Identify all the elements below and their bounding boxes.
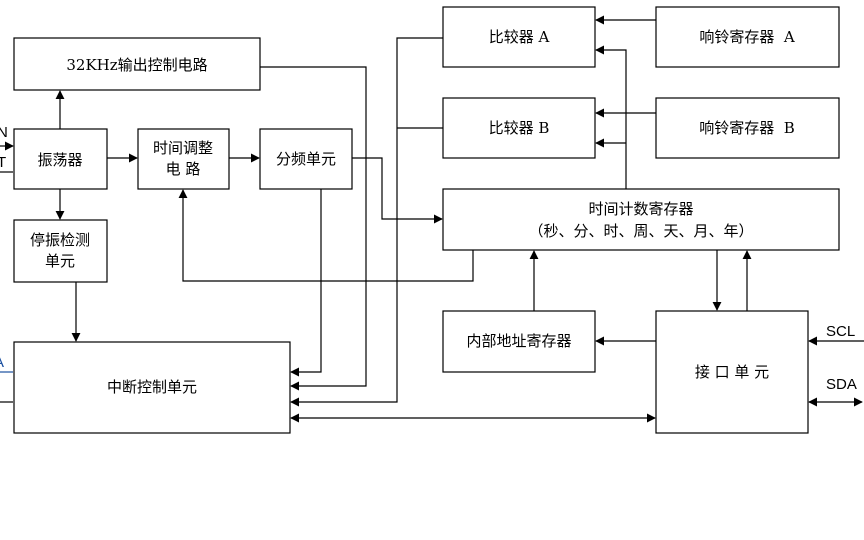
block-alarm-register-b-label: 响铃寄存器 B <box>699 119 795 137</box>
wire-divider-to-interrupt <box>290 189 322 377</box>
block-interrupt-control: 中断控制单元 <box>13 341 291 434</box>
block-stop-detect-label-2: 单元 <box>45 252 75 270</box>
block-time-count-register-label-1: 时间计数寄存器 <box>588 200 693 218</box>
block-alarm-register-b: 响铃寄存器 B <box>655 97 840 159</box>
block-oscillator-label: 振荡器 <box>37 151 82 169</box>
wire-32khz-to-interrupt <box>260 66 367 391</box>
wire-time-register-to-time-adjust <box>178 189 474 282</box>
pin-label-left-mid: T <box>0 154 6 171</box>
block-comparator-b-label: 比较器 B <box>489 119 550 137</box>
pin-label-left-top: N <box>0 124 8 141</box>
block-divider: 分频单元 <box>259 128 353 190</box>
block-comparator-a: 比较器 A <box>442 6 596 68</box>
block-interrupt-control-label: 中断控制单元 <box>107 378 197 396</box>
block-time-count-register: 时间计数寄存器 （秒、分、时、周、天、月、年） <box>442 188 840 251</box>
block-alarm-register-a: 响铃寄存器 A <box>655 6 840 68</box>
block-comparator-a-label: 比较器 A <box>489 28 550 46</box>
block-time-count-register-label-2: （秒、分、时、周、天、月、年） <box>528 222 753 240</box>
block-interface-unit-label: 接 口 单 元 <box>695 363 769 381</box>
block-stop-detect: 停振检测 单元 <box>13 219 108 283</box>
block-stop-detect-label-1: 停振检测 <box>30 231 90 249</box>
block-divider-label: 分频单元 <box>276 150 336 168</box>
block-interface-unit: 接 口 单 元 <box>655 310 809 434</box>
pin-label-left-bottom: A <box>0 354 4 371</box>
pin-label-sda: SDA <box>826 376 857 393</box>
block-time-adjust: 时间调整 电 路 <box>137 128 230 190</box>
wire-divider-to-time-register <box>352 157 443 224</box>
block-32khz-output-control: 32KHz输出控制电路 <box>13 37 261 91</box>
block-time-adjust-label-1: 时间调整 <box>153 139 213 157</box>
pin-label-scl: SCL <box>826 323 855 340</box>
block-oscillator: 振荡器 <box>13 128 108 190</box>
block-32khz-output-control-label: 32KHz输出控制电路 <box>66 56 207 74</box>
block-address-register-label: 内部地址寄存器 <box>466 332 571 350</box>
wire-time-register-to-comparator-a <box>595 45 627 189</box>
block-time-adjust-label-2: 电 路 <box>166 160 201 178</box>
block-address-register: 内部地址寄存器 <box>442 310 596 373</box>
block-alarm-register-a-label: 响铃寄存器 A <box>699 28 795 46</box>
block-comparator-b: 比较器 B <box>442 97 596 159</box>
wire-comparators-to-interrupt <box>290 37 443 407</box>
